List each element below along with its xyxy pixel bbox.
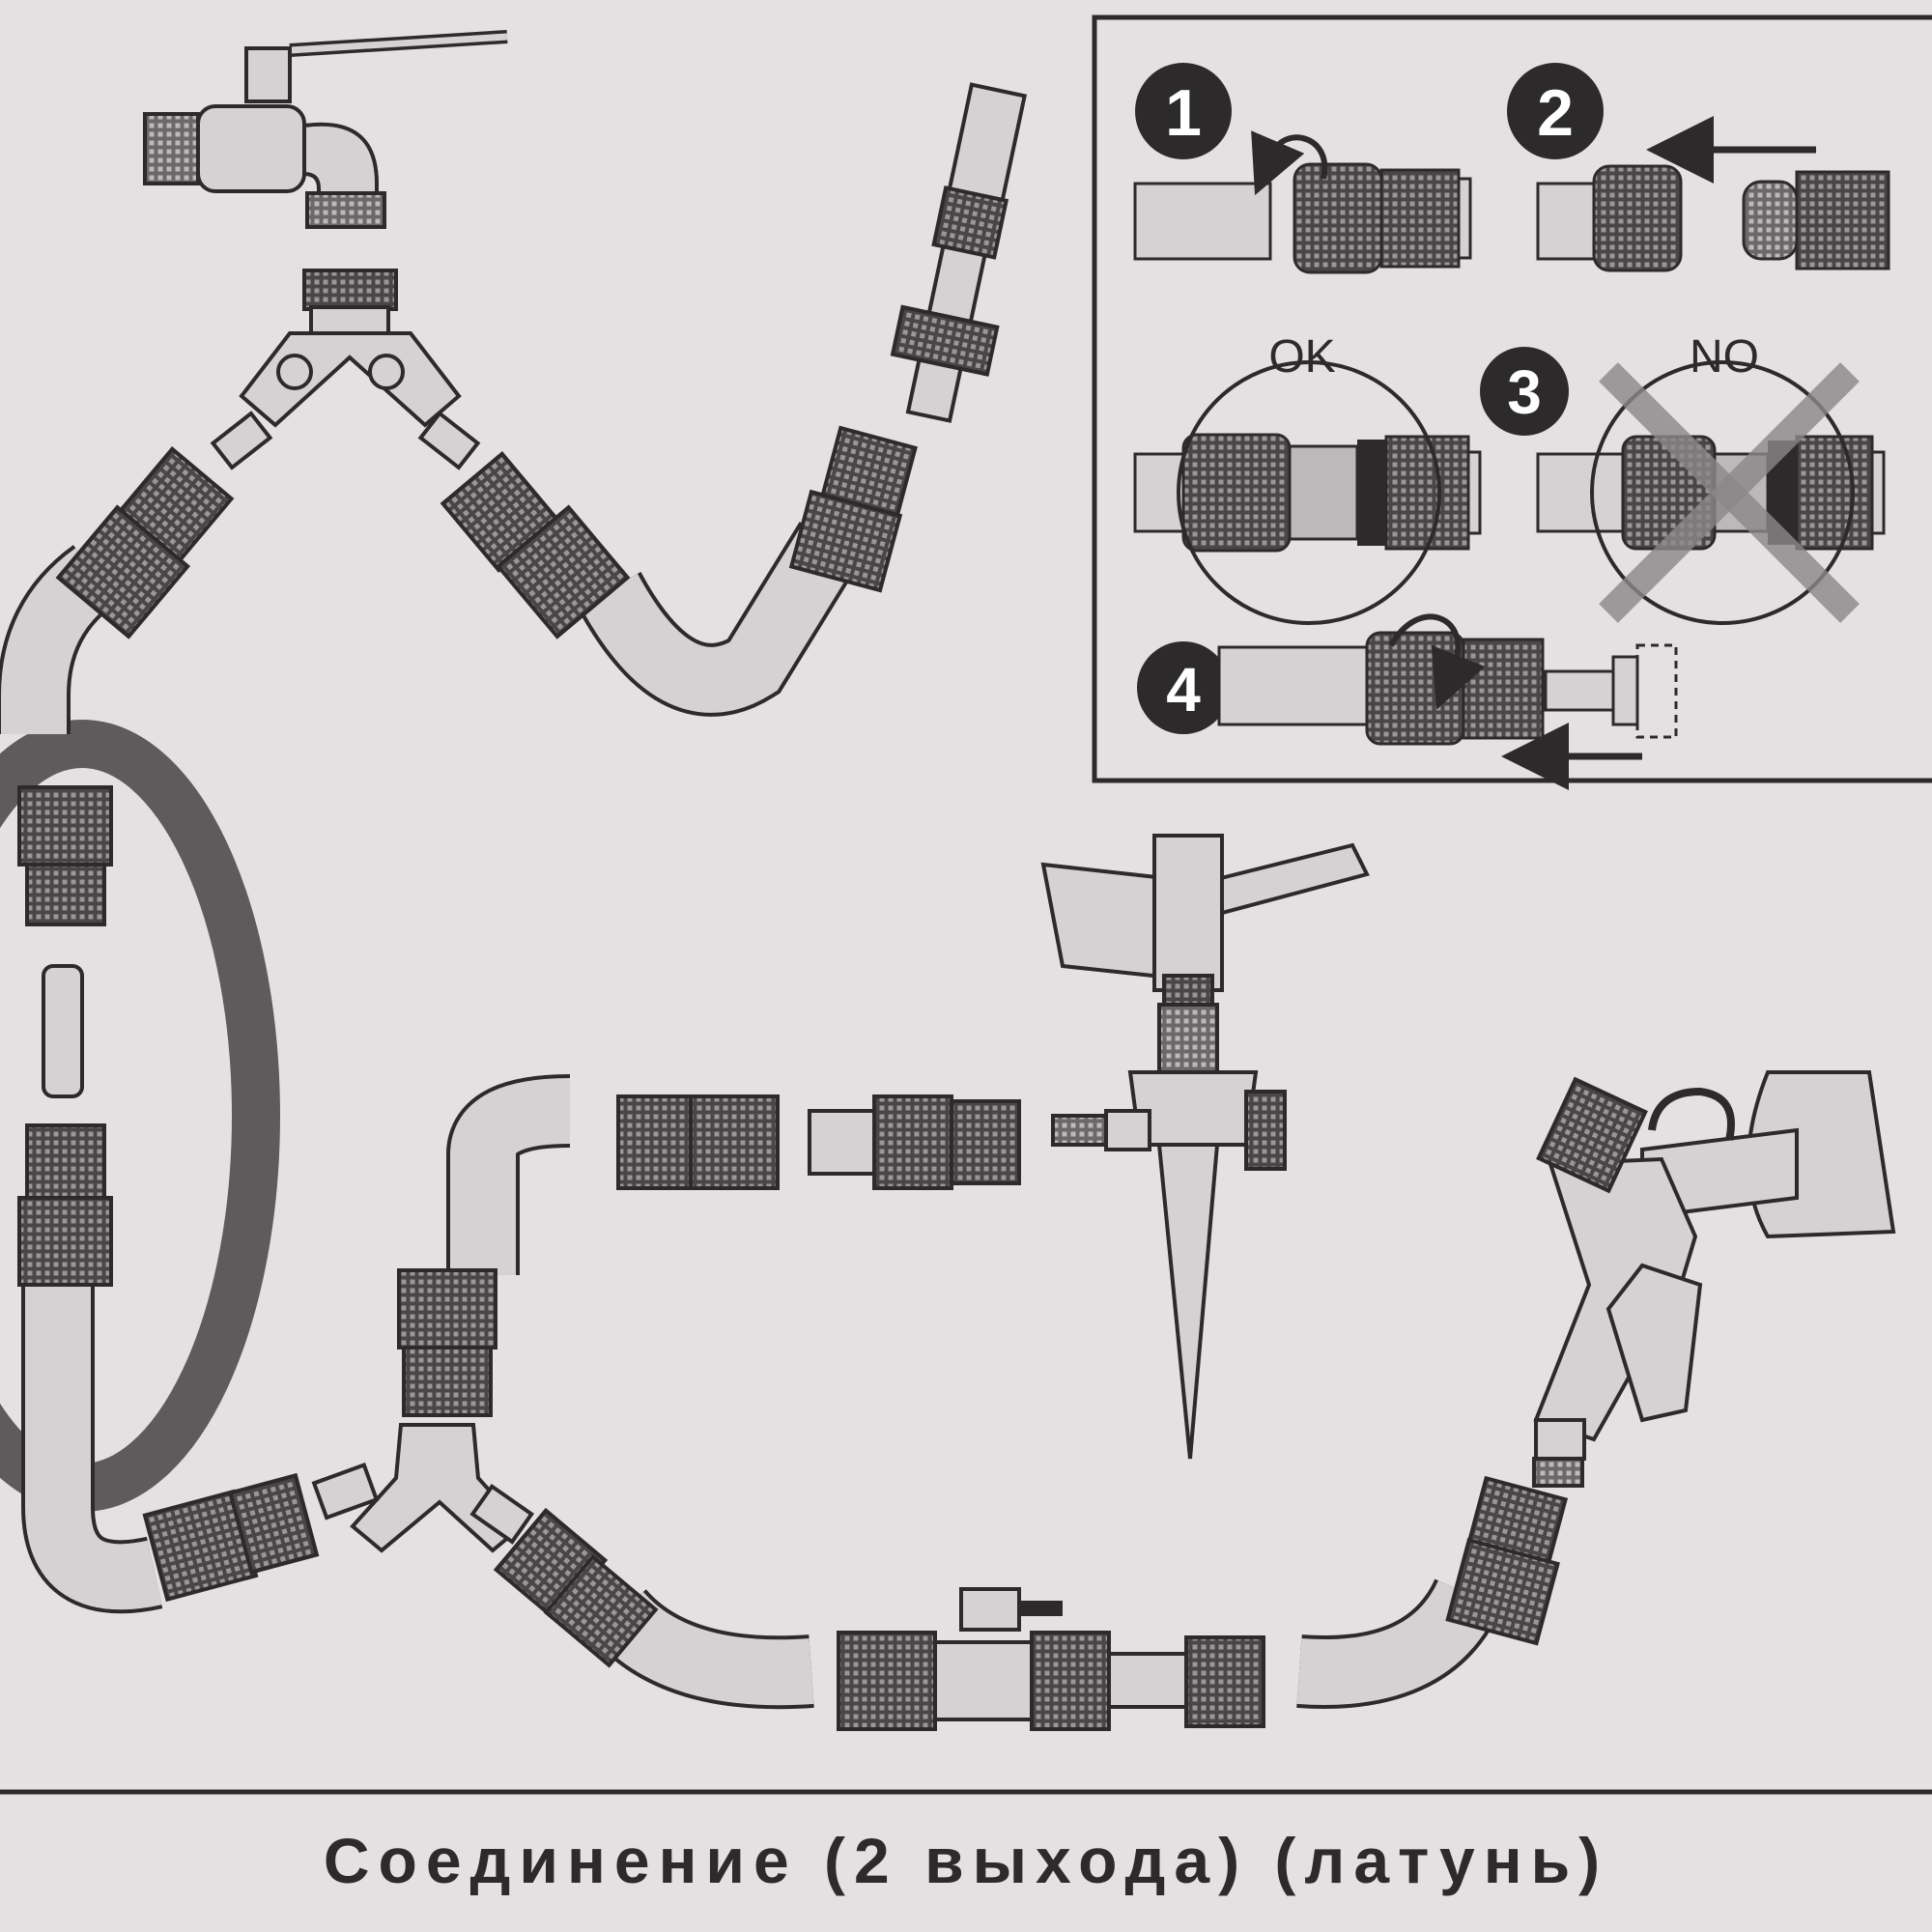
hose-coupling xyxy=(1184,1635,1265,1728)
step-2-number: 2 xyxy=(1537,76,1574,150)
step-2: 2 xyxy=(1507,63,1890,272)
step-2-badge xyxy=(1507,63,1604,159)
hose-repair-connector xyxy=(17,785,113,1287)
quick-connector xyxy=(1544,669,1615,712)
step-3: OK NO 3 xyxy=(1133,331,1886,625)
no-ring xyxy=(1590,360,1855,625)
step-4-number: 4 xyxy=(1166,655,1201,724)
two-way-splitter xyxy=(210,269,481,470)
coupling-body xyxy=(1379,168,1461,269)
connector-flange xyxy=(1611,655,1639,726)
ok-ring xyxy=(1177,360,1441,625)
hose-end xyxy=(1133,182,1272,261)
incorrect-assembly xyxy=(1536,360,1886,625)
coupling-tail xyxy=(1457,177,1472,260)
no-label: NO xyxy=(1690,331,1759,383)
coupling-nut xyxy=(1365,631,1465,746)
hose-coupling xyxy=(493,1507,659,1668)
coupling-body xyxy=(1462,638,1545,740)
step-1: 1 xyxy=(1133,63,1472,274)
step-1-number: 1 xyxy=(1165,76,1202,150)
impact-sprinkler xyxy=(1040,834,1370,1460)
instruction-inset-panel: 1 2 OK NO 3 xyxy=(1092,14,1932,790)
hose-coupling xyxy=(397,1268,497,1417)
step-3-number: 3 xyxy=(1507,357,1542,427)
hose-coupling xyxy=(808,1094,1021,1190)
correct-assembly xyxy=(1133,360,1482,625)
connector-thread xyxy=(1635,643,1678,739)
spray-gun xyxy=(1532,1070,1896,1488)
step-1-badge xyxy=(1135,63,1232,159)
coupling-nut xyxy=(1293,162,1383,274)
ball-valve-tap xyxy=(143,30,508,229)
ok-label: OK xyxy=(1268,331,1335,383)
valve-knob xyxy=(368,354,405,390)
collet-insert xyxy=(1742,180,1799,261)
step-4-badge xyxy=(1137,641,1230,734)
hose-coupling xyxy=(616,1094,780,1190)
hose-coupling xyxy=(788,425,918,593)
tighten-arrow xyxy=(1388,613,1486,710)
hose-coupling xyxy=(55,445,235,639)
valve-knob xyxy=(276,354,313,390)
unscrew-arrow xyxy=(1251,130,1328,196)
spray-nozzle xyxy=(890,82,1028,423)
hose-end xyxy=(1217,645,1395,726)
hose-coupling xyxy=(440,450,631,639)
coupling-body xyxy=(1795,170,1890,270)
step-3-badge xyxy=(1480,347,1569,436)
inline-shutoff-valve xyxy=(837,1587,1188,1731)
hose-coupling xyxy=(142,1472,320,1603)
cross-mark xyxy=(1599,362,1860,623)
y-splitter xyxy=(311,1423,535,1553)
diagram-caption: Соединение (2 выхода) (латунь) xyxy=(323,1825,1609,1896)
hose-coupling xyxy=(1445,1475,1569,1646)
step-4: 4 xyxy=(1137,613,1678,790)
coupling-nut xyxy=(1592,164,1683,272)
